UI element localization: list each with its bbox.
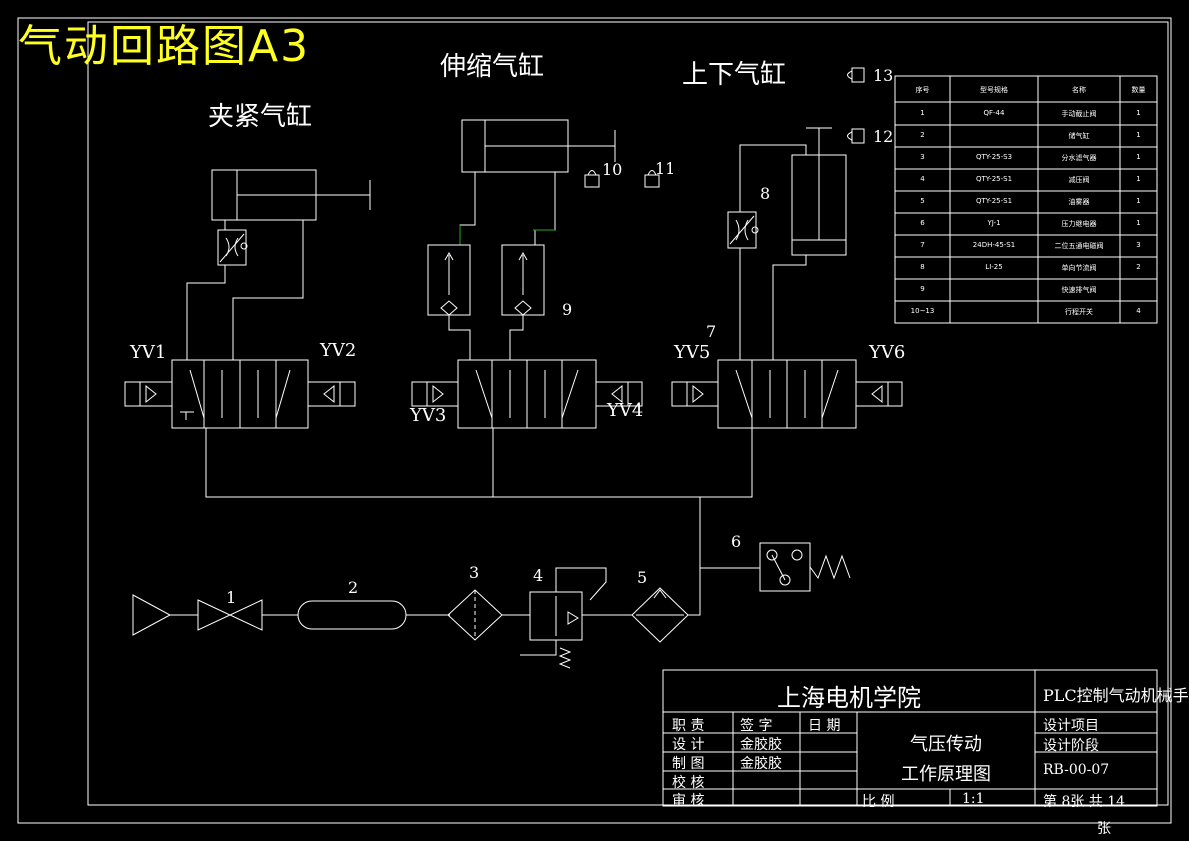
clamp-throttle-valve — [217, 229, 248, 266]
inner-border — [87, 21, 1169, 806]
date-header: 日 期 — [808, 718, 841, 734]
school-name: 上海电机学院 — [777, 684, 921, 712]
air-source — [132, 594, 172, 636]
valve-label-yv4: YV4 — [607, 400, 644, 421]
scale-value: 1:1 — [962, 791, 985, 807]
role-label: 校 核 — [672, 775, 705, 791]
valve-label-yv5: YV5 — [674, 342, 711, 363]
component-number-11: 11 — [655, 159, 676, 178]
sign-header: 签 字 — [740, 718, 773, 734]
scale-label: 比 例 — [862, 794, 895, 810]
role-label: 审 核 — [672, 793, 705, 809]
drawing-name-line1: 气压传动 — [910, 734, 982, 755]
pressure-relay — [759, 542, 851, 592]
limit-switch-10 — [584, 170, 600, 188]
filter — [447, 589, 503, 641]
component-number-6: 6 — [731, 532, 742, 551]
parts-header-no: 序号 — [915, 86, 930, 94]
component-number-2: 2 — [348, 578, 359, 597]
sheet-info: 第 8张 共 14 — [1043, 794, 1126, 810]
clamp-cylinder-label: 夹紧气缸 — [208, 102, 313, 132]
role-label: 制 图 — [672, 756, 705, 772]
limit-switch-12 — [847, 128, 865, 144]
valve-label-yv2: YV2 — [320, 340, 357, 361]
signer-name: 金胶胶 — [740, 737, 782, 753]
project-name: PLC控制气动机械手 — [1043, 686, 1189, 705]
clamp-cylinder — [211, 169, 371, 221]
limit-switch-11 — [644, 170, 660, 188]
component-number-12: 12 — [873, 127, 894, 146]
component-number-4: 4 — [533, 566, 544, 585]
signer-name: 金胶胶 — [740, 756, 782, 772]
limit-switch-13 — [847, 67, 865, 83]
title-block-grid — [662, 669, 1158, 807]
component-number-7: 7 — [706, 322, 717, 341]
component-number-5: 5 — [637, 568, 648, 587]
sheet-unit: 张 — [1097, 821, 1111, 837]
design-item: 设计项目 — [1043, 718, 1099, 734]
parts-header-name: 名称 — [1072, 86, 1086, 94]
parts-table-grid — [894, 75, 1158, 324]
design-stage: 设计阶段 — [1043, 738, 1099, 754]
pressure-reducing-valve — [520, 567, 607, 669]
lubricator — [631, 587, 689, 643]
component-number-10: 10 — [602, 160, 623, 179]
quick-exhaust-valve-right — [501, 244, 545, 316]
updown-cylinder-label: 上下气缸 — [682, 60, 787, 90]
drawing-name-line2: 工作原理图 — [901, 764, 991, 785]
solenoid-valve-yv5-yv6 — [671, 359, 903, 429]
drawing-number: RB-00-07 — [1043, 762, 1110, 778]
component-number-13: 13 — [873, 66, 894, 85]
valve-label-yv1: YV1 — [130, 342, 167, 363]
component-number-1: 1 — [226, 588, 237, 607]
air-tank — [297, 600, 407, 630]
telescopic-cylinder-label: 伸缩气缸 — [440, 52, 545, 82]
solenoid-valve-yv3-yv4 — [411, 359, 643, 429]
parts-header-qty: 数量 — [1131, 86, 1146, 94]
role-label: 职 责 — [672, 718, 705, 734]
valve-label-yv6: YV6 — [869, 342, 906, 363]
solenoid-valve-yv1-yv2 — [124, 359, 356, 429]
quick-exhaust-valve-left — [427, 244, 471, 316]
updown-cylinder — [791, 127, 847, 256]
component-number-9: 9 — [562, 300, 573, 319]
outer-border — [17, 17, 1172, 824]
valve-label-yv3: YV3 — [410, 405, 447, 426]
updown-throttle-valve — [727, 211, 759, 249]
role-label: 设 计 — [672, 737, 705, 753]
diagram-title: 气动回路图A3 — [18, 21, 311, 72]
component-number-8: 8 — [760, 184, 771, 203]
parts-header-model: 型号规格 — [980, 86, 1008, 94]
telescopic-cylinder — [461, 119, 616, 173]
component-number-3: 3 — [469, 563, 480, 582]
